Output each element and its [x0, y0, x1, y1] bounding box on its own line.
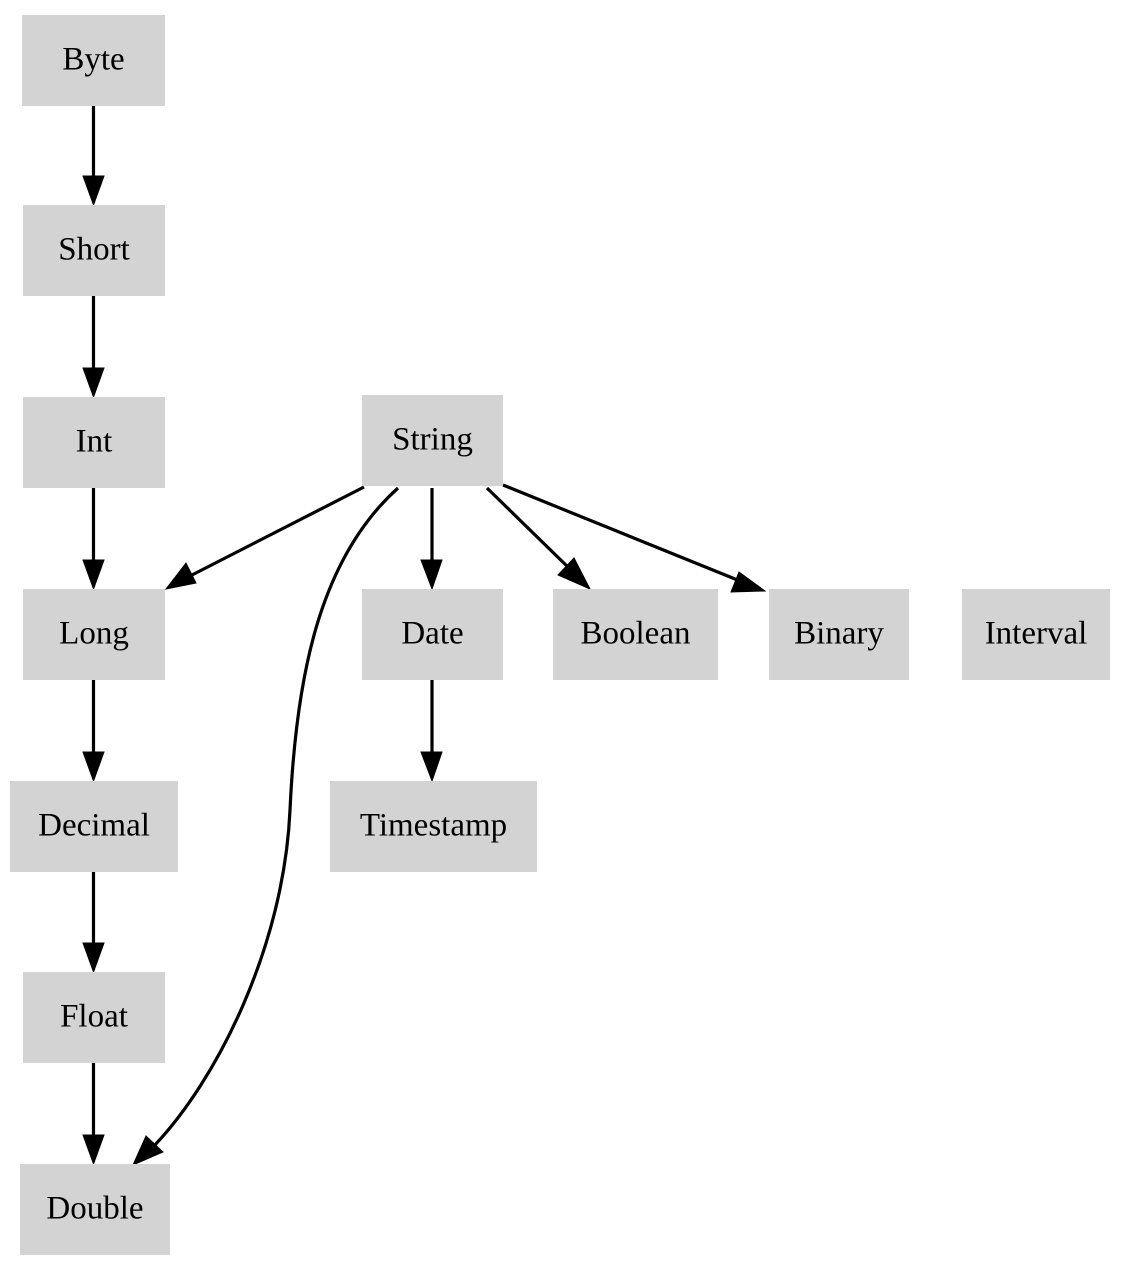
- node-interval[interactable]: Interval: [962, 589, 1110, 680]
- node-short[interactable]: Short: [23, 205, 165, 296]
- node-decimal[interactable]: Decimal: [10, 781, 178, 872]
- node-binary[interactable]: Binary: [769, 589, 909, 680]
- node-timestamp[interactable]: Timestamp: [330, 781, 537, 872]
- node-byte[interactable]: Byte: [22, 15, 165, 106]
- node-binary-box[interactable]: [769, 589, 909, 680]
- edge-string-long: [164, 485, 365, 590]
- node-boolean[interactable]: Boolean: [553, 589, 718, 680]
- edge-string-boolean: [485, 486, 592, 591]
- node-double[interactable]: Double: [20, 1164, 170, 1255]
- node-short-box[interactable]: [23, 205, 165, 296]
- node-timestamp-box[interactable]: [330, 781, 537, 872]
- edge-string-binary: [502, 483, 767, 593]
- node-date[interactable]: Date: [362, 589, 503, 680]
- node-float[interactable]: Float: [23, 972, 165, 1063]
- edge-short-int: [82, 296, 105, 399]
- node-float-box[interactable]: [23, 972, 165, 1063]
- edge-long-decimal: [82, 680, 105, 783]
- edge-byte-short: [82, 106, 105, 207]
- node-date-box[interactable]: [362, 589, 503, 680]
- nodes-layer: Byte Short Int Long Decimal Float: [10, 15, 1110, 1255]
- node-string[interactable]: String: [362, 395, 503, 486]
- edge-int-long: [82, 488, 105, 591]
- edge-date-timestamp: [420, 680, 443, 783]
- node-int[interactable]: Int: [23, 397, 165, 488]
- edge-string-date: [420, 488, 443, 591]
- edge-decimal-float: [82, 872, 105, 974]
- node-long[interactable]: Long: [23, 589, 165, 680]
- node-string-box[interactable]: [362, 395, 503, 486]
- node-boolean-box[interactable]: [553, 589, 718, 680]
- node-decimal-box[interactable]: [10, 781, 178, 872]
- edges-layer: [82, 106, 767, 1166]
- node-long-box[interactable]: [23, 589, 165, 680]
- node-byte-box[interactable]: [22, 15, 165, 106]
- edge-string-double: [132, 486, 400, 1166]
- node-interval-box[interactable]: [962, 589, 1110, 680]
- node-double-box[interactable]: [20, 1164, 170, 1255]
- node-int-box[interactable]: [23, 397, 165, 488]
- edge-float-double: [82, 1063, 105, 1166]
